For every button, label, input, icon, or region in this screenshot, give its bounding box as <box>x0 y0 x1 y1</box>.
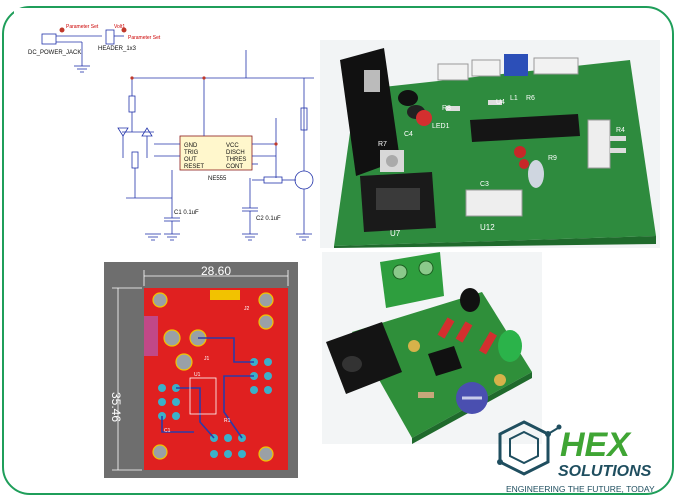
silk-c1: C1 <box>164 428 171 434</box>
silk-u7: U7 <box>390 229 401 238</box>
silk-u4: U4 <box>496 99 505 106</box>
pin-thres: THRES <box>226 157 246 163</box>
silk-r9: R9 <box>548 155 557 162</box>
page-border <box>2 6 674 495</box>
pin-vcc: VCC <box>226 143 239 149</box>
schematic-panel: Parameter Set Parameter Set Volt1 DC_POW… <box>14 8 318 252</box>
brand-name: HEX <box>560 426 632 464</box>
pin-cont: CONT <box>226 164 243 170</box>
height-dimension: 35.46 <box>109 392 123 422</box>
brand-tagline: ENGINEERING THE FUTURE, TODAY <box>506 484 655 494</box>
silk-u1: U1 <box>194 372 201 378</box>
hex-logo-icon: HEX SOLUTIONS ENGINEERING THE FUTURE, TO… <box>497 420 655 494</box>
silk-c3: C3 <box>480 181 489 188</box>
silk-j2: J2 <box>244 306 250 312</box>
pcb-layout-panel: 28.60 35.46 U1 J1 <box>104 262 298 478</box>
module-3d-render <box>326 252 532 444</box>
silk-r4: R4 <box>616 127 625 134</box>
pin-reset: RESET <box>184 164 204 170</box>
pin-disch: DISCH <box>226 150 245 156</box>
net-label-2: Parameter Set <box>128 35 161 41</box>
pcb-3d-render: R8 C4 LED1 R7 U4 U7 U12 C3 R9 R4 R6 L1 <box>334 48 656 248</box>
pin-trig: TRIG <box>184 150 199 156</box>
silk-r1: R1 <box>224 418 231 424</box>
silk-j1: J1 <box>204 356 210 362</box>
cap-c2: C2 0.1uF <box>256 216 281 222</box>
net-label-1: Parameter Set <box>66 24 99 30</box>
pcb-3d-render-panel: R8 C4 LED1 R7 U4 U7 U12 C3 R9 R4 R6 L1 <box>320 40 660 248</box>
silk-l1: L1 <box>510 95 518 102</box>
silk-r7: R7 <box>378 141 387 148</box>
brand-logo: HEX SOLUTIONS ENGINEERING THE FUTURE, TO… <box>496 416 676 496</box>
dc-jack-label: DC_POWER_JACK <box>28 50 81 56</box>
silk-led1: LED1 <box>432 123 450 130</box>
silk-u12: U12 <box>480 223 495 232</box>
brand-word: SOLUTIONS <box>558 463 652 480</box>
schematic-drawing: Parameter Set Parameter Set Volt1 DC_POW… <box>28 24 314 241</box>
silk-r8: R8 <box>442 105 451 112</box>
silk-r6: R6 <box>526 95 535 102</box>
pcb-layout: 28.60 35.46 U1 J1 <box>104 262 298 478</box>
net-label-3: Volt1 <box>114 24 125 30</box>
module-3d-render-panel <box>322 252 542 444</box>
width-dimension: 28.60 <box>201 264 231 278</box>
cap-c1: C1 0.1uF <box>174 210 199 216</box>
pin-gnd: GND <box>184 143 198 149</box>
header-label: HEADER_1x3 <box>98 46 137 52</box>
silk-c4: C4 <box>404 131 413 138</box>
ic-name: NE555 <box>208 176 227 182</box>
pin-out: OUT <box>184 157 197 163</box>
